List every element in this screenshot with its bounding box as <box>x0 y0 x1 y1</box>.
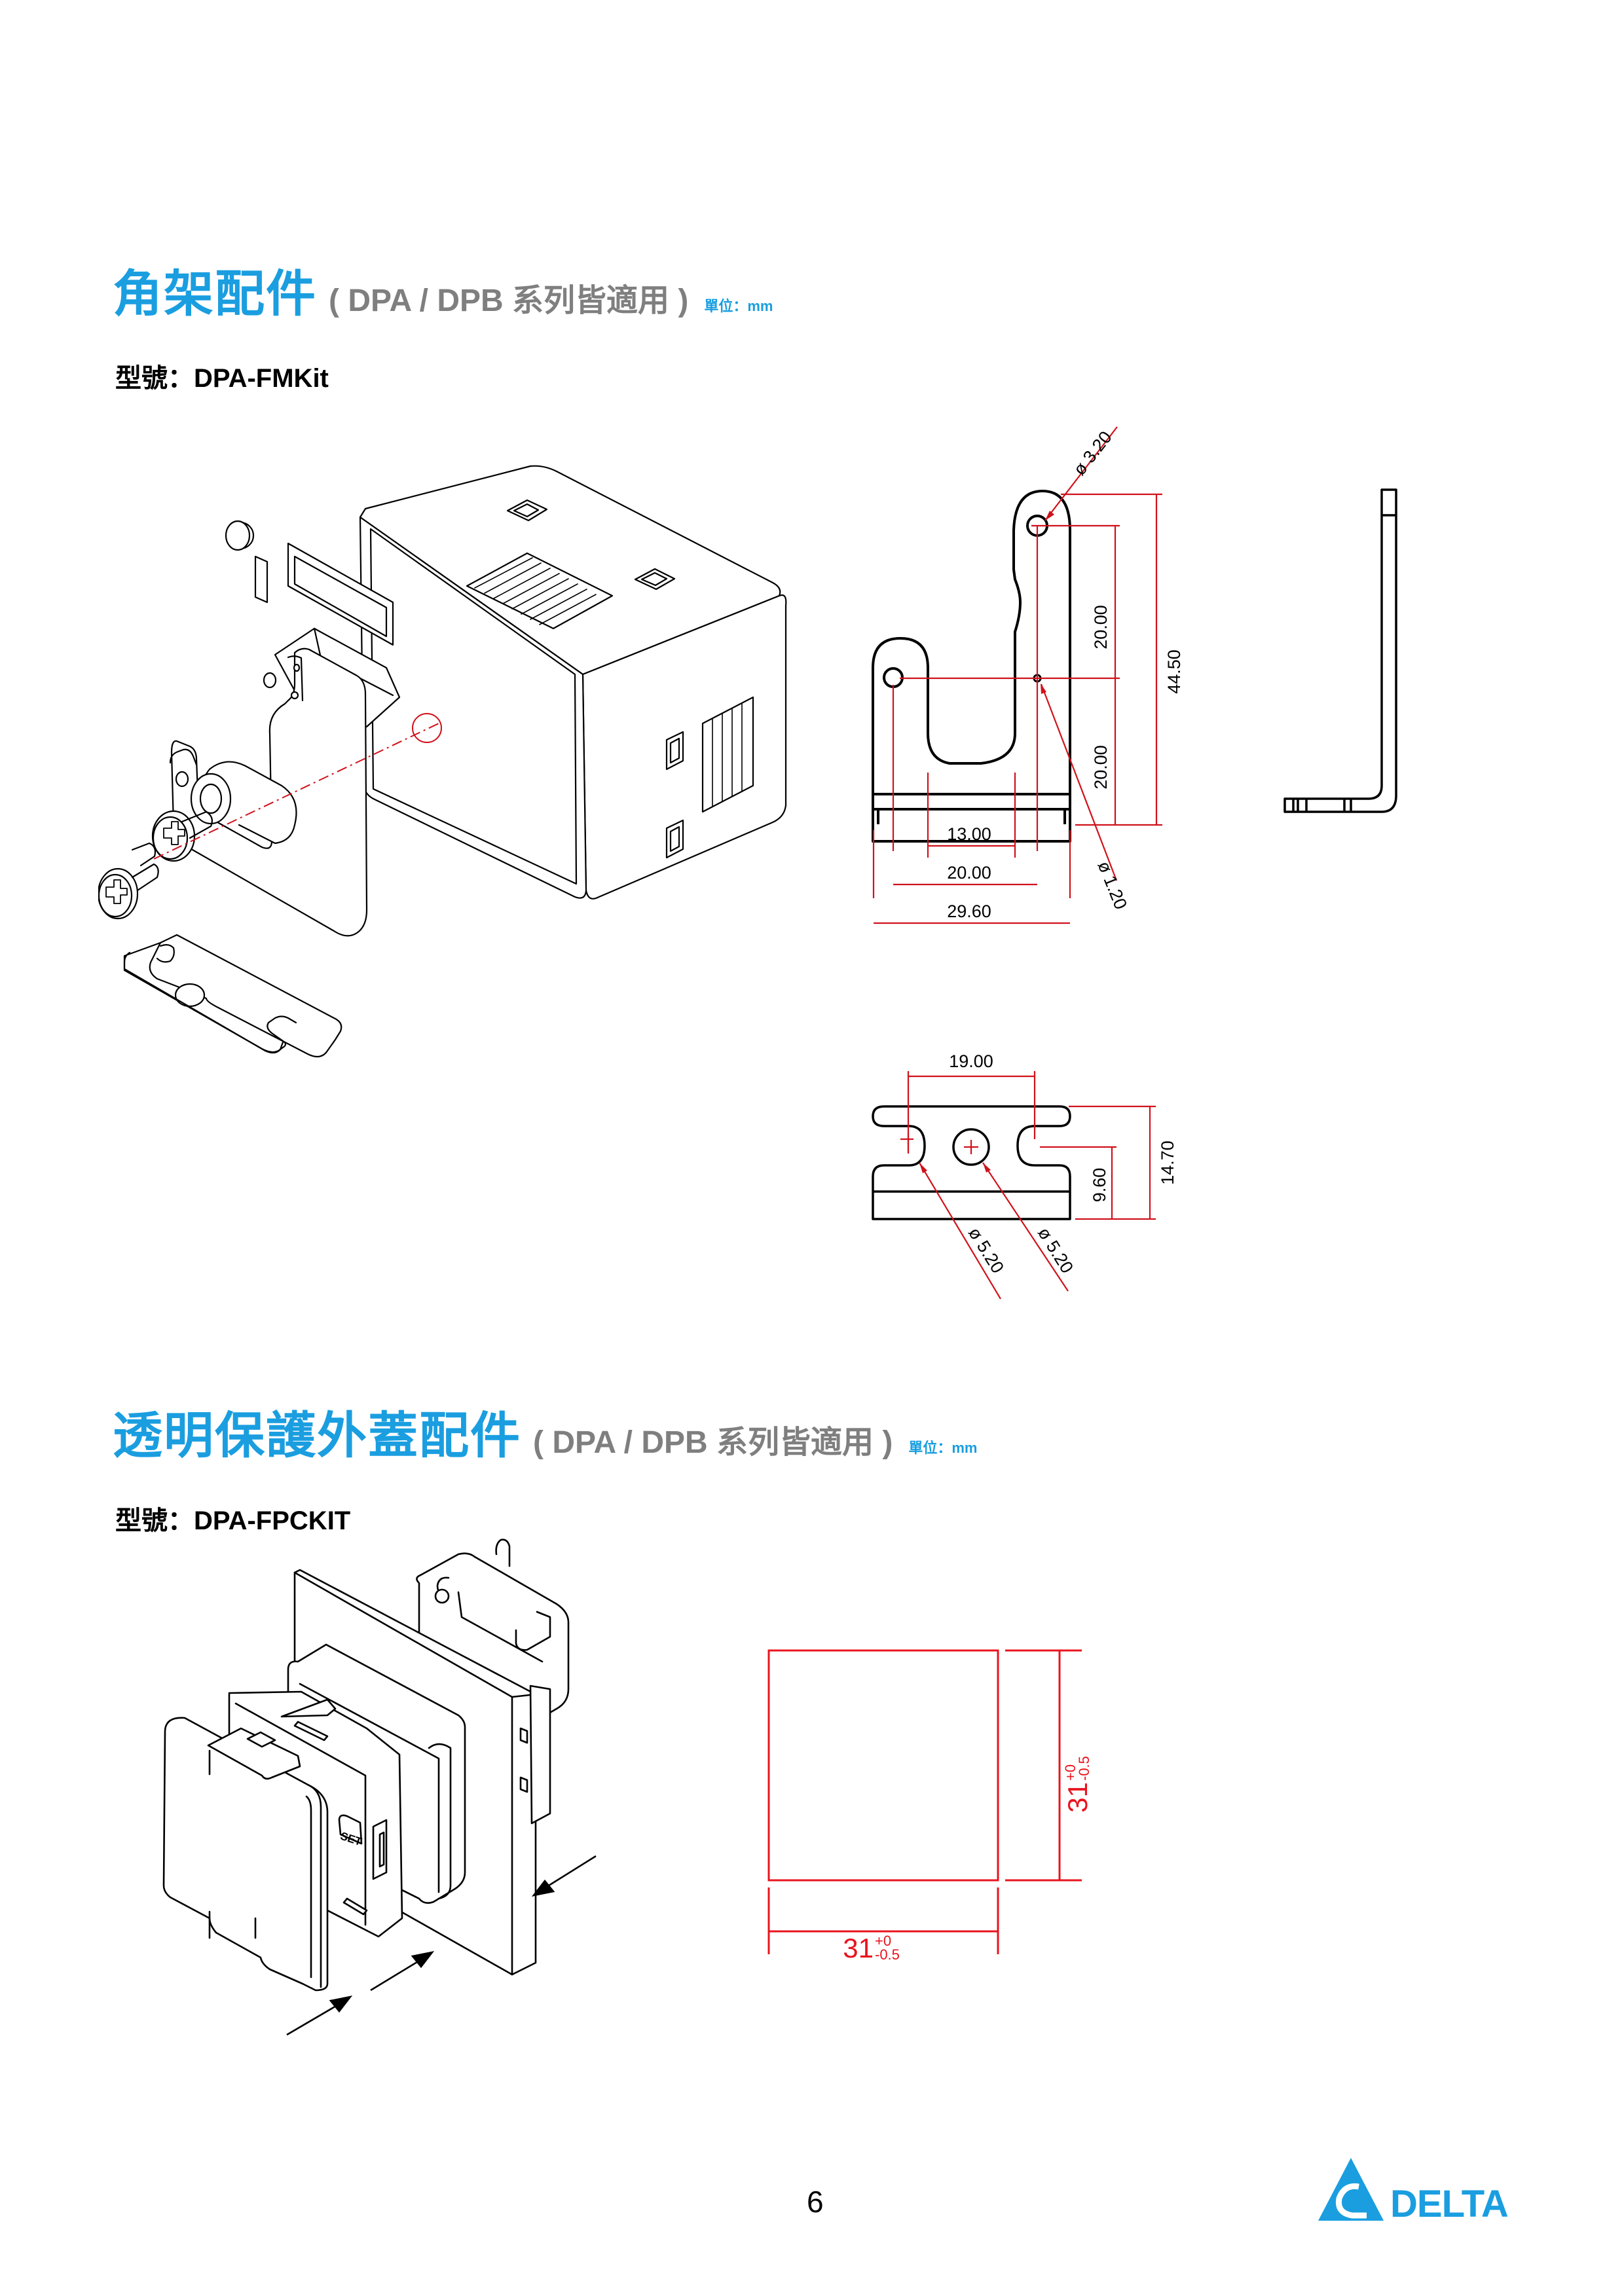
cutout-width-value: 31 <box>843 1933 874 1963</box>
brand-wordmark: DELTA <box>1390 2183 1508 2225</box>
section-subtitle: ( DPA / DPB 系列皆適用 ) <box>329 283 689 318</box>
dim-hole-top-dia: ø 3.20 <box>1069 428 1116 479</box>
cutout-width-tol-lower: -0.5 <box>875 1946 900 1963</box>
model-number: DPA-FPCKIT <box>194 1506 351 1535</box>
dim-pin-dia: ø 1.20 <box>1094 858 1130 912</box>
model-label: 型號： <box>115 1506 194 1535</box>
bracket-base-foot <box>149 934 342 1058</box>
bracket-front-view-drawing: ø 3.20 20.00 20.00 44.50 13.00 20.00 29.… <box>872 426 1184 924</box>
dim-width-total: 29.60 <box>947 902 991 921</box>
target-hole-highlight <box>412 713 442 743</box>
dim-width-hole-pitch: 20.00 <box>947 863 991 883</box>
dim-height-upper: 20.00 <box>1091 605 1111 649</box>
model-line: 型號：DPA-FPCKIT <box>115 1499 350 1537</box>
bracket-base-view-drawing: 19.00 9.60 14.70 ø 5.20 ø 5.20 <box>872 1051 1177 1300</box>
cutout-square <box>767 1649 999 1882</box>
section-subtitle: ( DPA / DPB 系列皆適用 ) <box>533 1425 893 1460</box>
dim-width-inner: 13.00 <box>947 824 991 844</box>
model-line: 型號：DPA-FMKit <box>115 357 329 395</box>
model-label: 型號： <box>115 364 194 393</box>
unit-label: 單位：mm <box>704 298 773 314</box>
cover-assembly-illustration: SET <box>162 1539 597 2036</box>
insert-arrow-1 <box>286 2002 341 2036</box>
unit-label: 單位：mm <box>908 1440 978 1456</box>
bracket-vertical-plate <box>170 647 368 937</box>
delta-logo: DELTA <box>1318 2158 1509 2225</box>
dim-base-hole-pitch: 19.00 <box>949 1051 993 1071</box>
panel-cutout-drawing: 31 +0 -0.5 31 +0 -0.5 <box>767 1649 1093 1963</box>
dim-base-height-hole: 9.60 <box>1090 1168 1109 1203</box>
cutout-height-tol-lower: -0.5 <box>1076 1756 1092 1781</box>
meter-right-face <box>581 594 787 900</box>
bracket-assembly-illustration <box>98 465 787 1058</box>
cutout-height-value: 31 <box>1062 1782 1093 1813</box>
section-heading-bracket: 角架配件( DPA / DPB 系列皆適用 )單位：mm <box>113 270 773 319</box>
bracket-front-outline <box>872 490 1071 843</box>
section-heading-cover: 透明保護外蓋配件( DPA / DPB 系列皆適用 )單位：mm <box>113 1412 977 1461</box>
section-title: 透明保護外蓋配件 <box>113 1408 521 1464</box>
cutout-width-tol-upper: +0 <box>875 1933 891 1949</box>
dim-height-lower: 20.00 <box>1091 745 1111 790</box>
bracket-side-view-drawing <box>1283 488 1397 813</box>
cutout-height-tol-upper: +0 <box>1062 1764 1079 1781</box>
dim-base-height-total: 14.70 <box>1158 1140 1177 1185</box>
bracket-side-outline <box>1283 488 1397 813</box>
clip-arrow <box>543 1855 597 1890</box>
dim-height-total: 44.50 <box>1164 649 1184 694</box>
model-number: DPA-FMKit <box>194 364 329 393</box>
assembly-axis-line <box>153 723 439 860</box>
page-number: 6 <box>807 2185 824 2219</box>
section-title: 角架配件 <box>113 266 317 322</box>
insert-arrow-2 <box>370 1958 423 1992</box>
set-button <box>338 1814 363 1845</box>
bracket-base-outline <box>872 1105 1071 1220</box>
